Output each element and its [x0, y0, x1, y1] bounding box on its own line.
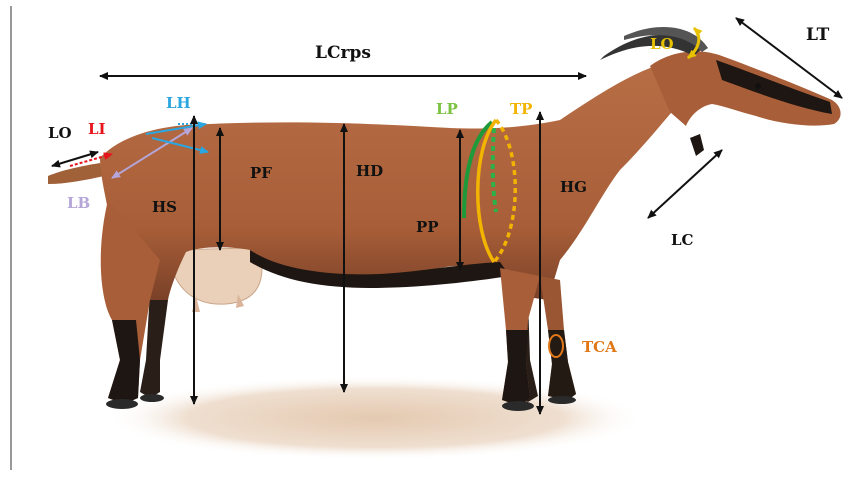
pp-label: PP: [416, 218, 439, 236]
pf-label: PF: [250, 164, 272, 182]
lc-arrow: [648, 150, 722, 218]
lo-tail-label: LO: [48, 124, 72, 142]
lc-label: LC: [671, 231, 694, 249]
tp-label: TP: [510, 100, 532, 118]
goat-illustration: [48, 27, 841, 411]
hg-label: HG: [560, 178, 587, 196]
hs-label: HS: [152, 198, 177, 216]
lp-label: LP: [436, 100, 458, 118]
lo-head-label: LO: [650, 35, 674, 53]
lcrps-label: LCrps: [315, 43, 371, 63]
li-label: LI: [88, 120, 106, 138]
lt-label: LT: [806, 25, 830, 45]
lb-label: LB: [67, 194, 90, 212]
hd-label: HD: [356, 162, 383, 180]
tca-label: TCA: [582, 338, 617, 356]
lh-label: LH: [166, 94, 191, 112]
